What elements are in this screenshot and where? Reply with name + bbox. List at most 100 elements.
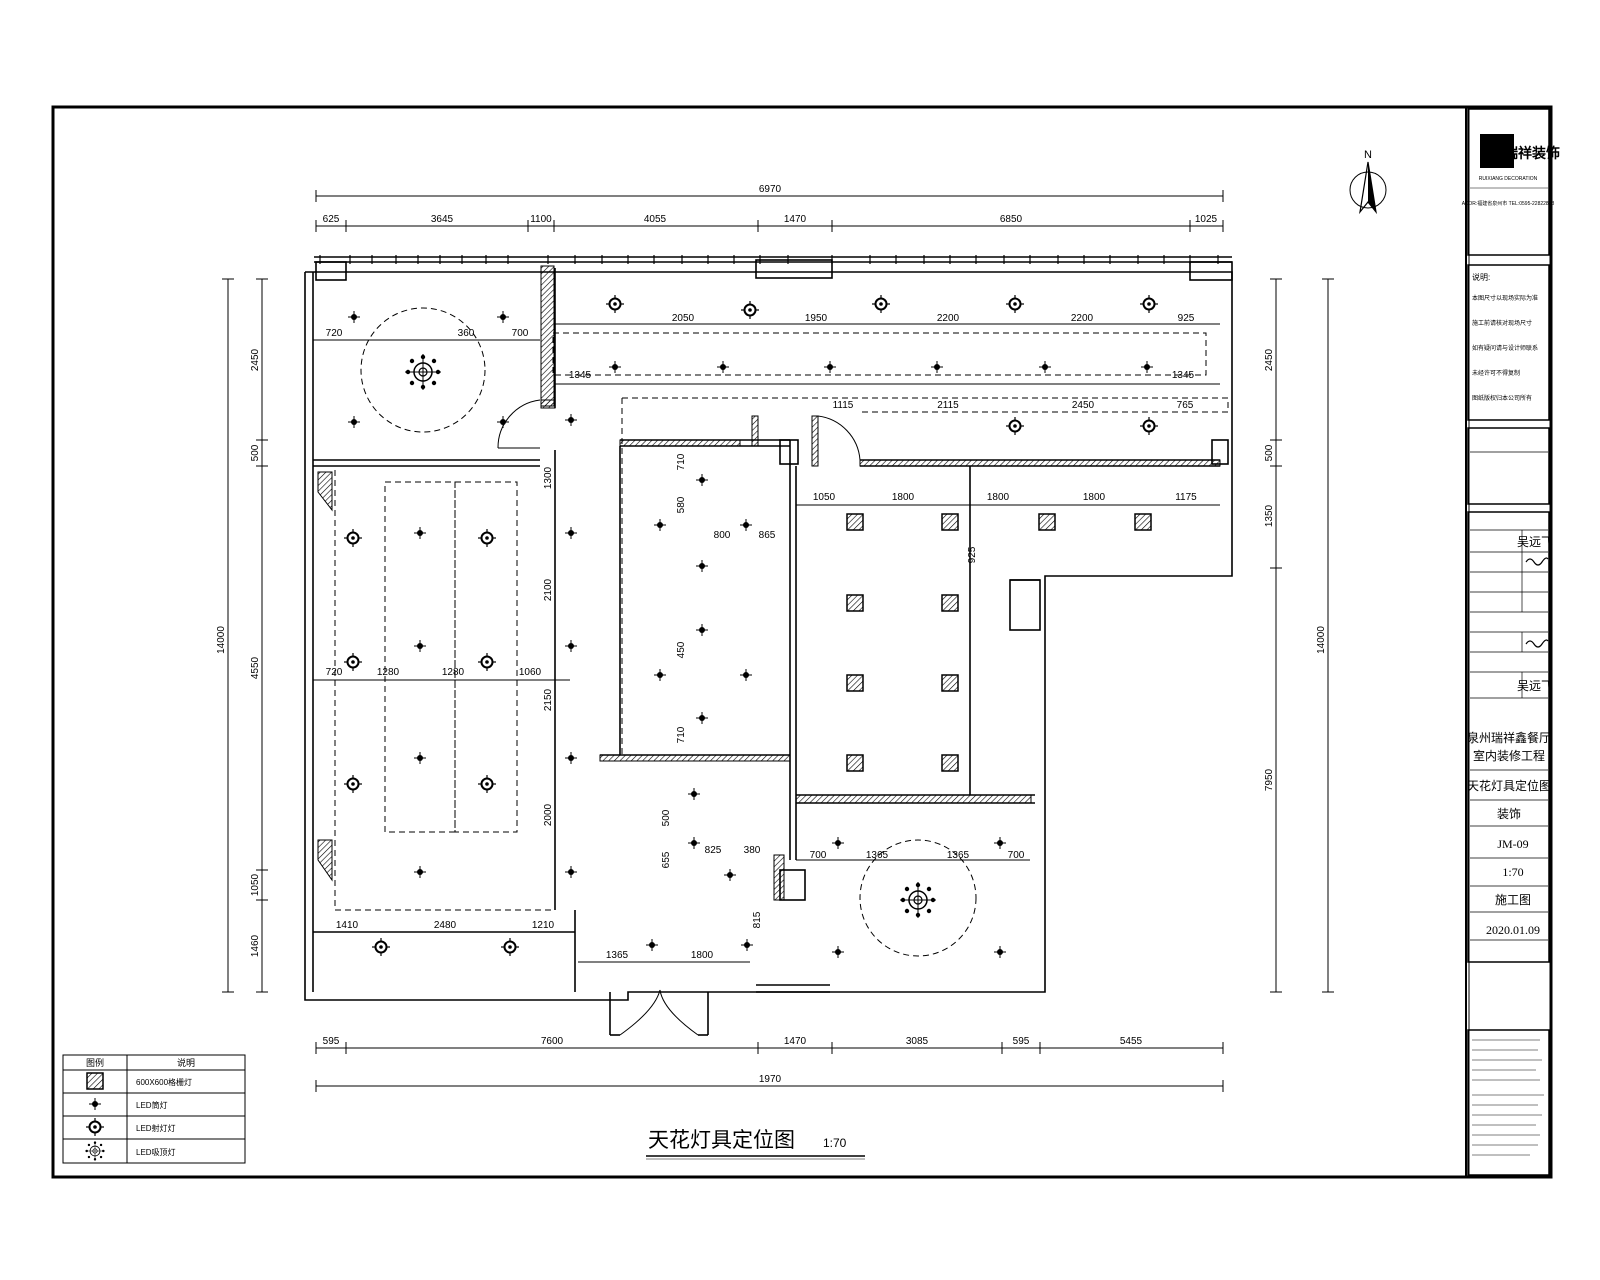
downlight-icon — [653, 518, 667, 532]
interior-dim: 500 — [661, 809, 672, 826]
spotlight-icon — [343, 652, 363, 672]
interior-dim: 700 — [810, 850, 827, 861]
legend-label: LED射灯灯 — [136, 1123, 176, 1133]
checker-name: 吴远飞 — [1517, 679, 1553, 693]
grille-light-icon — [941, 513, 959, 531]
downlight-icon — [1140, 360, 1154, 374]
grille-light-icon — [941, 674, 959, 692]
interior-dim: 580 — [676, 496, 687, 513]
interior-dim: 1050 — [813, 492, 836, 503]
left-dim: 1460 — [250, 934, 261, 957]
spotlight-icon — [477, 774, 497, 794]
spotlight-icon — [371, 937, 391, 957]
title-block: 瑞祥装饰 RUIXIANG DECORATION ADDR:福建省泉州市 TEL… — [1462, 108, 1560, 1176]
downlight-icon — [993, 836, 1007, 850]
interior-dim: 765 — [1177, 400, 1194, 411]
spotlight-icon — [740, 300, 760, 320]
top-dim: 1025 — [1195, 214, 1218, 225]
interior-dim: 825 — [705, 845, 722, 856]
top-dimensions — [315, 190, 1224, 232]
downlight-icon — [695, 559, 709, 573]
downlight-icon — [823, 360, 837, 374]
company-en: RUIXIANG DECORATION — [1479, 176, 1538, 182]
interior-dim: 1280 — [442, 667, 465, 678]
left-dim: 1050 — [250, 873, 261, 896]
company-brand: 瑞祥装饰 — [1504, 145, 1560, 161]
interior-dim: 1800 — [1083, 492, 1106, 503]
note-line: 施工前请核对现场尺寸 — [1472, 319, 1532, 327]
bottom-dimensions — [315, 1042, 1224, 1092]
bottom-dim: 1470 — [784, 1036, 807, 1047]
right-dim: 7950 — [1264, 768, 1275, 791]
downlight-icon — [413, 639, 427, 653]
interior-dim: 655 — [661, 851, 672, 868]
downlight-icon — [496, 415, 510, 429]
grille-light-icon — [86, 1072, 104, 1090]
downlight-icon — [687, 787, 701, 801]
interior-dim: 1365 — [947, 850, 970, 861]
downlight-icon — [716, 360, 730, 374]
interior-dim: 1345 — [569, 370, 592, 381]
spotlight-icon — [343, 774, 363, 794]
company-address: ADDR:福建省泉州市 TEL:0595-22822828 — [1462, 200, 1555, 207]
stage: 施工图 — [1495, 893, 1531, 907]
downlight-icon — [739, 518, 753, 532]
signature-icon — [1525, 639, 1549, 648]
signature-icon — [1525, 557, 1549, 566]
grille-light-icon — [1038, 513, 1056, 531]
downlight-icon — [413, 526, 427, 540]
spotlights — [343, 294, 1159, 957]
legend-table: 图例 说明 600X600格栅灯 LED筒灯 LED射灯灯 LED吸顶灯 — [62, 1054, 246, 1164]
interior-dim: 925 — [967, 546, 978, 563]
interior-dim: 380 — [744, 845, 761, 856]
drawing-scale-text: 1:70 — [823, 1136, 847, 1150]
discipline: 装饰 — [1497, 807, 1521, 821]
bottom-dim: 595 — [323, 1036, 340, 1047]
bottom-dim: 595 — [1013, 1036, 1030, 1047]
left-dim: 2450 — [250, 348, 261, 371]
interior-dim: 700 — [512, 328, 529, 339]
downlight-icon — [496, 310, 510, 324]
downlight-icon — [740, 938, 754, 952]
interior-dim: 720 — [326, 667, 343, 678]
downlight-icon — [88, 1097, 102, 1111]
top-dim: 1100 — [530, 214, 552, 225]
top-dim: 3645 — [431, 214, 454, 225]
downlight-icon — [695, 623, 709, 637]
interior-dim: 1115 — [833, 400, 854, 411]
downlight-icon — [831, 945, 845, 959]
legend-header: 说明 — [177, 1057, 195, 1068]
drawing-number: JM-09 — [1497, 837, 1528, 851]
interior-dim: 1800 — [987, 492, 1010, 503]
downlight-icon — [608, 360, 622, 374]
right-total-dim: 14000 — [1316, 626, 1327, 654]
spotlight-icon — [477, 528, 497, 548]
left-dim: 4550 — [250, 656, 261, 679]
top-dim: 1470 — [784, 214, 807, 225]
spotlight-icon — [500, 937, 520, 957]
interior-dim: 2200 — [937, 313, 960, 324]
spotlight-icon — [85, 1117, 105, 1137]
interior-dim: 925 — [1178, 313, 1195, 324]
spotlight-icon — [605, 294, 625, 314]
scale-value: 1:70 — [1502, 865, 1523, 879]
bottom-dim: 5455 — [1120, 1036, 1143, 1047]
interior-dim: 1280 — [377, 667, 400, 678]
ceiling-lines — [313, 323, 1220, 963]
spotlight-icon — [343, 528, 363, 548]
spotlight-icon — [1005, 416, 1025, 436]
legend-label: LED吸顶灯 — [136, 1147, 176, 1157]
north-arrow-icon: N — [1349, 149, 1387, 215]
drawing-name: 天花灯具定位图 — [1467, 778, 1551, 793]
spotlight-icon — [1139, 416, 1159, 436]
downlight-icon — [695, 711, 709, 725]
doors — [497, 399, 861, 1036]
project-name: 室内装修工程 — [1473, 748, 1545, 763]
grille-lights — [846, 513, 1152, 772]
right-dimensions — [1270, 278, 1334, 993]
downlight-icon — [653, 668, 667, 682]
interior-dim: 1175 — [1175, 492, 1197, 503]
interior-dim: 2150 — [543, 688, 554, 711]
chandelier-icon — [84, 1140, 106, 1162]
interior-dim: 815 — [752, 911, 763, 928]
